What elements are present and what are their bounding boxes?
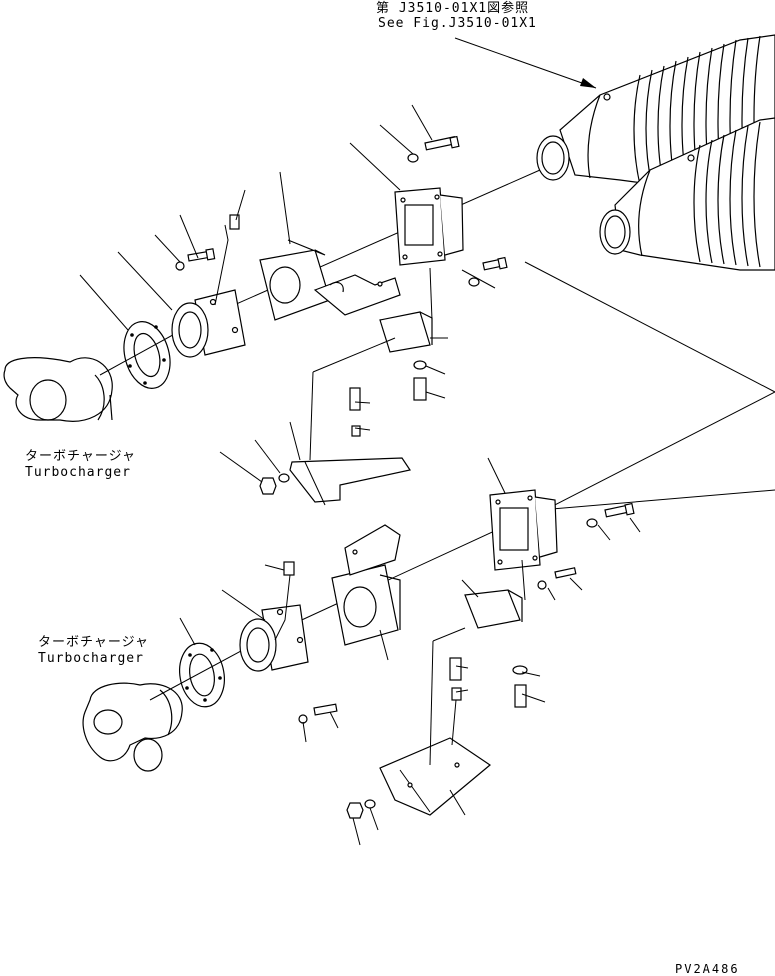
gasket-lower	[179, 642, 225, 708]
leader-lines-upper	[79, 104, 496, 483]
turbocharger-lower-label-english: Turbocharger	[38, 651, 144, 666]
flange-pipe-lower	[489, 489, 558, 571]
turbocharger-upper-label-english: Turbocharger	[25, 465, 131, 480]
bracket-lower	[379, 589, 523, 816]
bolts-lower	[283, 502, 635, 819]
turbocharger-lower-label-japanese: ターボチャージャ	[38, 635, 149, 650]
upper-exhaust-chain	[3, 104, 541, 506]
adapter-lower	[239, 604, 309, 672]
turbocharger-upper-label-japanese: ターボチャージャ	[25, 449, 136, 464]
flange-pipe-upper	[394, 187, 464, 266]
turbocharger-lower-shape	[82, 682, 183, 772]
leader-lines-lower	[179, 457, 641, 846]
turbocharger-upper-shape	[3, 357, 113, 422]
adapter-upper	[171, 289, 246, 358]
reference-arrow	[454, 37, 597, 89]
figure-reference-japanese: 第 J3510-01X1図参照	[376, 1, 530, 16]
drawing-code: PV2A486	[675, 962, 740, 976]
valve-housing-upper	[259, 239, 401, 321]
gasket-upper	[123, 321, 171, 389]
lower-exhaust-chain	[82, 457, 775, 846]
figure-reference-english: See Fig.J3510-01X1	[378, 16, 537, 31]
muffler-upper-second	[599, 117, 775, 271]
connector-line	[524, 261, 775, 511]
bracket-upper	[289, 311, 433, 506]
bolts-upper	[175, 135, 508, 495]
valve-housing-lower	[331, 524, 401, 646]
